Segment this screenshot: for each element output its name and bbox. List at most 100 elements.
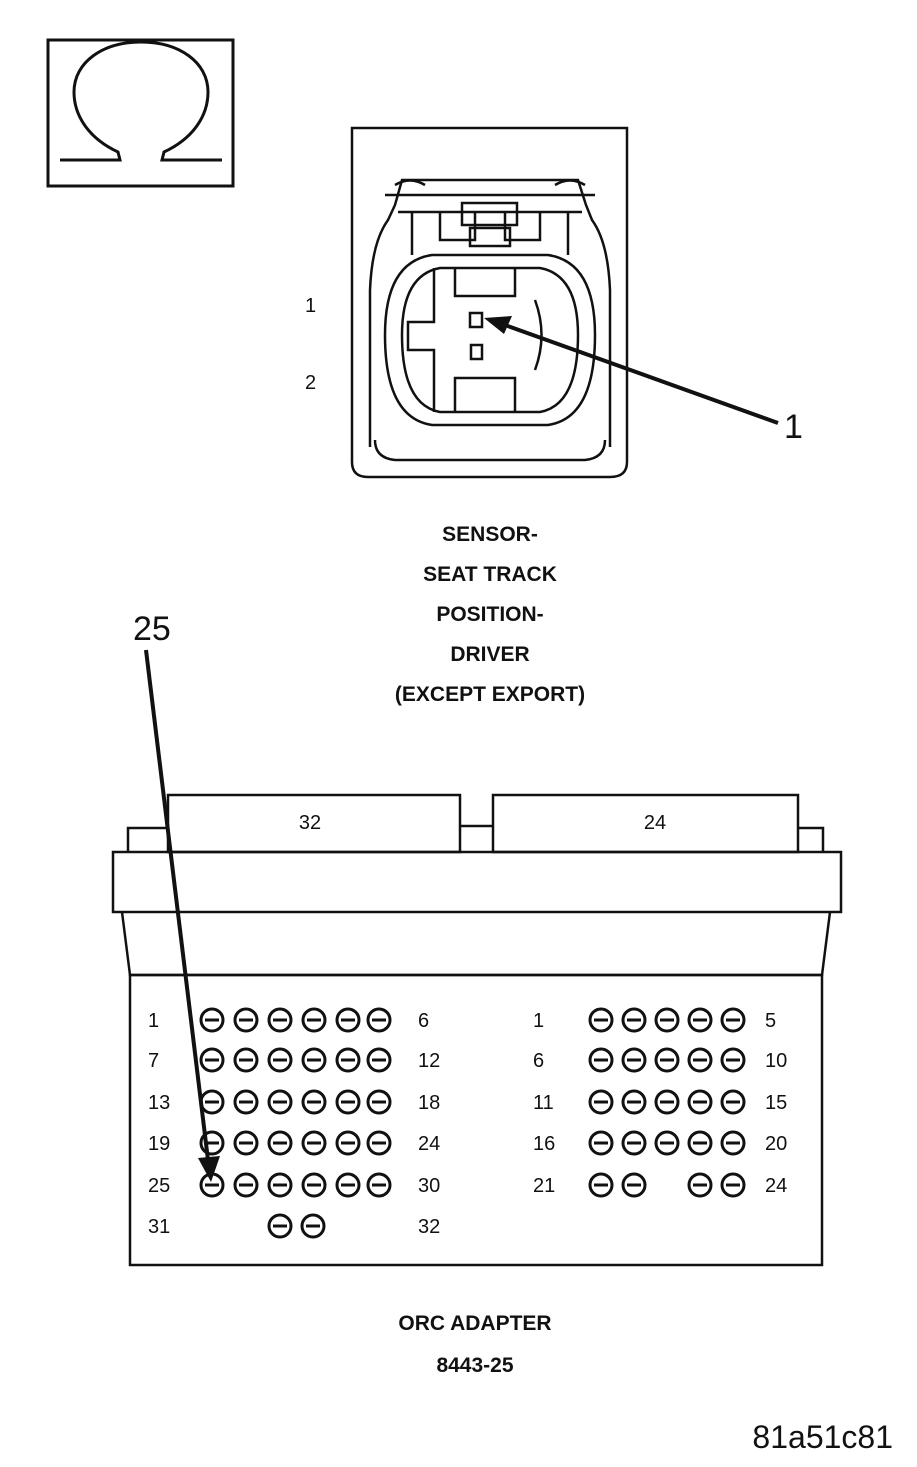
adapter-left-pin-socket xyxy=(366,1089,392,1115)
sensor-title-line-2: SEAT TRACK xyxy=(423,563,557,586)
adapter-left-row-labels: 1 6 7 12 13 18 19 24 25 30 31 32 xyxy=(148,1010,440,1238)
callout-arrow-25 xyxy=(144,649,220,1182)
right-row-2-end: 10 xyxy=(765,1050,787,1072)
adapter-right-pin-socket xyxy=(720,1007,746,1033)
adapter-left-pin-socket xyxy=(335,1172,361,1198)
adapter-right-pin-socket xyxy=(654,1047,680,1073)
left-row-6-start: 31 xyxy=(148,1216,170,1238)
left-row-4-end: 24 xyxy=(418,1133,440,1155)
adapter-right-pin-socket xyxy=(654,1130,680,1156)
sensor-title-line-4: DRIVER xyxy=(450,643,529,666)
adapter-right-pin-socket xyxy=(687,1130,713,1156)
sensor-title-line-1: SENSOR- xyxy=(442,523,538,546)
right-row-1-end: 5 xyxy=(765,1010,776,1032)
adapter-left-pin-socket xyxy=(366,1047,392,1073)
adapter-right-row-labels: 1 5 6 10 11 15 16 20 21 24 xyxy=(533,1010,787,1197)
right-row-5-end: 24 xyxy=(765,1175,787,1197)
adapter-right-pin-socket xyxy=(687,1089,713,1115)
adapter-left-pin-socket xyxy=(199,1089,225,1115)
right-row-4-end: 20 xyxy=(765,1133,787,1155)
adapter-left-pin-socket xyxy=(301,1130,327,1156)
adapter-left-pin-socket xyxy=(335,1130,361,1156)
left-row-4-start: 19 xyxy=(148,1133,170,1155)
adapter-left-pin-socket xyxy=(366,1130,392,1156)
adapter-left-pin-socket xyxy=(267,1172,293,1198)
adapter-left-pin-socket xyxy=(267,1213,293,1239)
adapter-left-pin-socket xyxy=(199,1047,225,1073)
adapter-right-pin-socket xyxy=(621,1089,647,1115)
adapter-left-pin-socket xyxy=(335,1047,361,1073)
adapter-left-pin-socket xyxy=(300,1213,326,1239)
callout-arrow-1 xyxy=(484,316,779,425)
adapter-right-pin-socket xyxy=(687,1007,713,1033)
sensor-pin-2-label: 2 xyxy=(305,372,316,394)
adapter-title-line-1: ORC ADAPTER xyxy=(398,1312,551,1335)
adapter-left-pin-socket xyxy=(335,1007,361,1033)
left-row-5-start: 25 xyxy=(148,1175,170,1197)
left-row-6-end: 32 xyxy=(418,1216,440,1238)
adapter-right-pin-socket xyxy=(687,1172,713,1198)
adapter-left-pin-socket xyxy=(301,1047,327,1073)
left-row-1-start: 1 xyxy=(148,1010,159,1032)
adapter-pin-sockets xyxy=(199,1007,746,1239)
adapter-left-pin-socket xyxy=(199,1007,225,1033)
right-row-1-start: 1 xyxy=(533,1010,544,1032)
right-row-2-start: 6 xyxy=(533,1050,544,1072)
adapter-left-pin-socket xyxy=(301,1007,327,1033)
adapter-right-pin-socket xyxy=(588,1172,614,1198)
adapter-left-pin-socket xyxy=(267,1089,293,1115)
adapter-right-pin-socket xyxy=(720,1047,746,1073)
adapter-right-pin-socket xyxy=(720,1172,746,1198)
adapter-tab-32-label: 32 xyxy=(299,812,321,834)
right-row-3-start: 11 xyxy=(533,1092,554,1114)
left-row-3-end: 18 xyxy=(418,1092,440,1114)
figure-id: 81a51c81 xyxy=(752,1419,893,1455)
adapter-left-pin-socket xyxy=(233,1047,259,1073)
adapter-right-pin-socket xyxy=(687,1047,713,1073)
ohmmeter-icon xyxy=(46,38,235,188)
sensor-title-line-5: (EXCEPT EXPORT) xyxy=(395,683,585,706)
left-row-1-end: 6 xyxy=(418,1010,429,1032)
adapter-left-pin-socket xyxy=(233,1089,259,1115)
adapter-left-pin-socket xyxy=(366,1172,392,1198)
sensor-pin-1-label: 1 xyxy=(305,295,316,317)
adapter-right-pin-socket xyxy=(588,1007,614,1033)
adapter-right-pin-socket xyxy=(720,1130,746,1156)
callout-label-1: 1 xyxy=(784,408,803,446)
left-row-3-start: 13 xyxy=(148,1092,170,1114)
adapter-left-pin-socket xyxy=(267,1007,293,1033)
orc-adapter xyxy=(111,793,843,1267)
adapter-right-pin-socket xyxy=(588,1089,614,1115)
callout-label-25: 25 xyxy=(133,610,171,648)
adapter-left-pin-socket xyxy=(267,1047,293,1073)
sensor-connector xyxy=(350,126,629,479)
adapter-right-pin-socket xyxy=(621,1172,647,1198)
adapter-right-pin-socket xyxy=(621,1130,647,1156)
adapter-left-pin-socket xyxy=(301,1172,327,1198)
adapter-left-pin-socket xyxy=(267,1130,293,1156)
right-row-3-end: 15 xyxy=(765,1092,787,1114)
adapter-right-pin-socket xyxy=(720,1089,746,1115)
adapter-right-pin-socket xyxy=(621,1047,647,1073)
left-row-2-start: 7 xyxy=(148,1050,159,1072)
right-row-5-start: 21 xyxy=(533,1175,555,1197)
adapter-right-pin-socket xyxy=(654,1007,680,1033)
adapter-right-pin-socket xyxy=(588,1130,614,1156)
adapter-left-pin-socket xyxy=(301,1089,327,1115)
sensor-title: SENSOR- SEAT TRACK POSITION- DRIVER (EXC… xyxy=(395,523,585,706)
adapter-title-line-2: 8443-25 xyxy=(436,1354,513,1377)
adapter-left-pin-socket xyxy=(233,1172,259,1198)
left-row-2-end: 12 xyxy=(418,1050,440,1072)
sensor-title-line-3: POSITION- xyxy=(436,603,543,626)
adapter-left-pin-socket xyxy=(233,1007,259,1033)
adapter-left-pin-socket xyxy=(366,1007,392,1033)
left-row-5-end: 30 xyxy=(418,1175,440,1197)
adapter-right-pin-socket xyxy=(588,1047,614,1073)
adapter-left-pin-socket xyxy=(233,1130,259,1156)
right-row-4-start: 16 xyxy=(533,1133,555,1155)
adapter-left-pin-socket xyxy=(335,1089,361,1115)
adapter-right-pin-socket xyxy=(621,1007,647,1033)
adapter-right-pin-socket xyxy=(654,1089,680,1115)
adapter-tab-24-label: 24 xyxy=(644,812,666,834)
